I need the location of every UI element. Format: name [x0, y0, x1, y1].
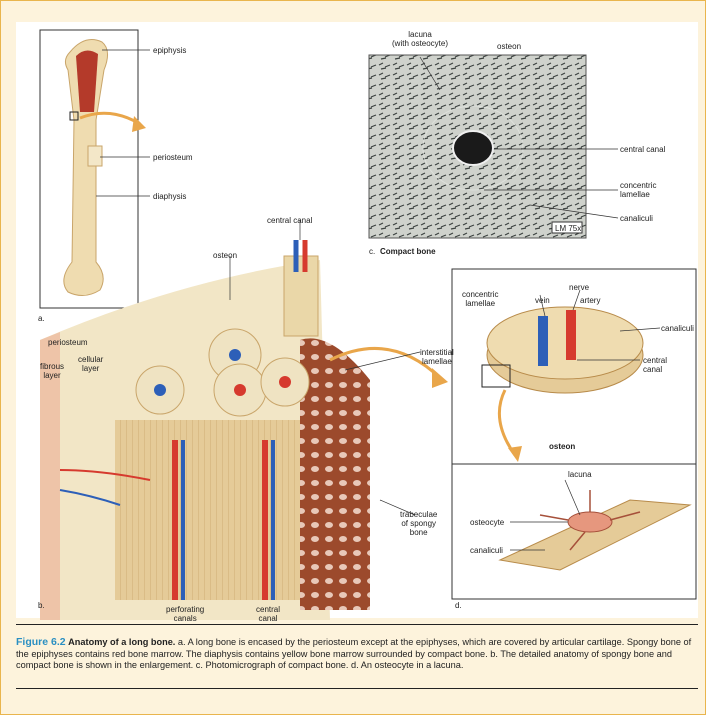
label-periosteum-b: periosteum: [48, 338, 88, 347]
label-central-canal-b: central canal: [267, 216, 312, 225]
label-osteon-micrograph: osteon: [497, 42, 521, 51]
label-cellular-layer: cellular layer: [78, 355, 103, 373]
label-interstitial-lamellae: interstitial lamellae: [420, 348, 454, 366]
panel-d-letter: d.: [455, 601, 462, 610]
figure-title: Anatomy of a long bone.: [68, 637, 175, 647]
label-concentric-lamellae-c: concentric lamellae: [620, 181, 656, 199]
label-diaphysis: diaphysis: [153, 192, 186, 201]
label-fibrous-layer: fibrous layer: [40, 362, 64, 380]
label-osteon-b: osteon: [213, 251, 237, 260]
label-central-canal-bottom: central canal: [256, 605, 280, 623]
caption-rule-bottom: [16, 688, 698, 689]
label-periosteum-a: periosteum: [153, 153, 193, 162]
panel-b-letter: b.: [38, 601, 45, 610]
micrograph: [369, 55, 586, 238]
figure-number: Figure 6.2: [16, 636, 66, 648]
label-central-canal-d: central canal: [643, 356, 667, 374]
label-canaliculi-c: canaliculi: [620, 214, 653, 223]
label-canaliculi-d-top: canaliculi: [661, 324, 694, 333]
label-nerve: nerve: [569, 283, 589, 292]
label-vein: vein: [535, 296, 550, 305]
label-lacuna-d: lacuna: [568, 470, 592, 479]
long-bone-illustration: [40, 30, 146, 308]
label-epiphysis: epiphysis: [153, 46, 186, 55]
label-trabeculae: trabeculae of spongy bone: [400, 510, 437, 537]
label-lacuna-micrograph: lacuna (with osteocyte): [392, 30, 448, 48]
label-artery: artery: [580, 296, 600, 305]
label-osteocyte: osteocyte: [470, 518, 504, 527]
caption-rule-top: [16, 624, 698, 625]
label-central-canal-c: central canal: [620, 145, 665, 154]
panel-c-letter: c.: [369, 247, 375, 256]
label-osteon-d: osteon: [549, 442, 575, 451]
scale-label: LM 75x: [555, 224, 581, 233]
panel-c-title: Compact bone: [380, 247, 436, 256]
panel-a-letter: a.: [38, 314, 45, 323]
figure-caption: Figure 6.2 Anatomy of a long bone. a. A …: [16, 637, 696, 672]
label-perforating-canals: perforating canals: [166, 605, 204, 623]
label-canaliculi-d-bottom: canaliculi: [470, 546, 503, 555]
label-concentric-lamellae-d: concentric lamellae: [462, 290, 498, 308]
